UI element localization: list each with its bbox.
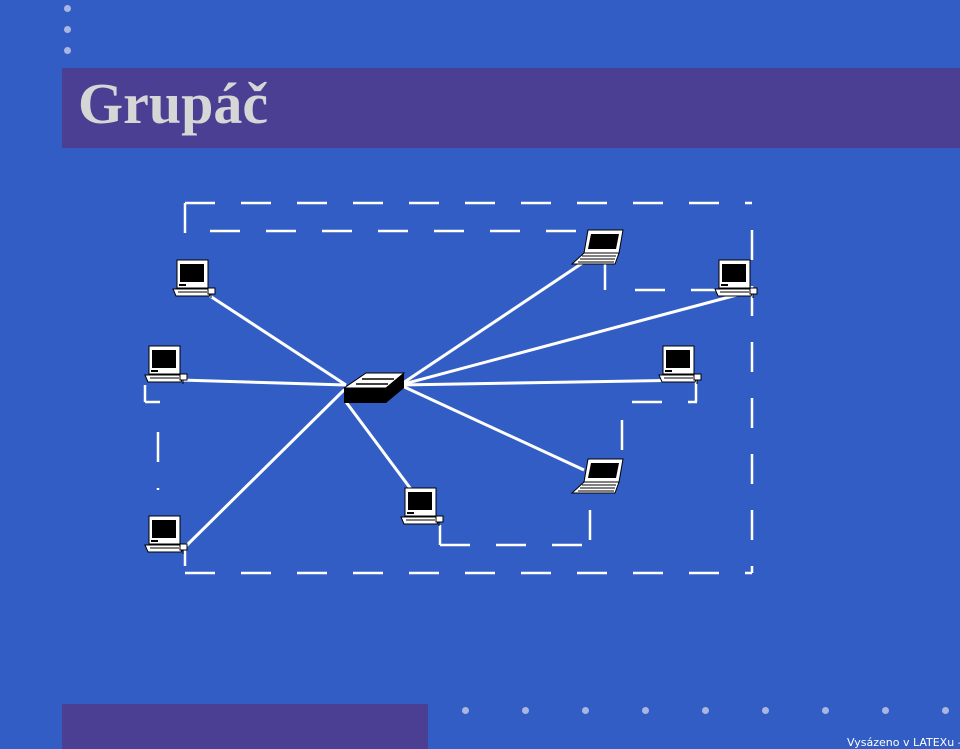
nav-dot[interactable] bbox=[522, 707, 529, 714]
bottom-bar bbox=[62, 704, 428, 749]
link-pc2 bbox=[179, 378, 347, 387]
laptop-icon bbox=[571, 458, 624, 494]
nav-dot[interactable] bbox=[64, 47, 71, 54]
nav-dots-top bbox=[64, 2, 74, 62]
desktop-computer-icon bbox=[658, 345, 702, 385]
desktop-computer-icon bbox=[172, 259, 216, 299]
nav-dot[interactable] bbox=[882, 707, 889, 714]
nav-dot[interactable] bbox=[942, 707, 949, 714]
switch-icon bbox=[343, 372, 405, 404]
nav-dot[interactable] bbox=[64, 26, 71, 33]
laptop-icon bbox=[571, 229, 624, 265]
network-nodes bbox=[144, 229, 758, 555]
nav-dot[interactable] bbox=[462, 707, 469, 714]
outer-group-boundary bbox=[156, 201, 754, 575]
desktop-computer-icon bbox=[400, 487, 444, 527]
link-laptop1 bbox=[399, 383, 585, 472]
footer-text: Vysázeno v LATEXu – p. bbox=[847, 736, 960, 749]
nav-dot[interactable] bbox=[64, 5, 71, 12]
link-pc5 bbox=[399, 378, 694, 387]
desktop-computer-icon bbox=[144, 345, 188, 385]
inner-group-boundary bbox=[143, 229, 720, 547]
nav-dot[interactable] bbox=[762, 707, 769, 714]
link-pc6 bbox=[399, 290, 749, 387]
title-bar: Grupáč bbox=[62, 68, 960, 148]
link-pc3 bbox=[180, 386, 348, 552]
nav-dot[interactable] bbox=[582, 707, 589, 714]
nav-dot[interactable] bbox=[642, 707, 649, 714]
network-links bbox=[179, 260, 749, 552]
nav-dot[interactable] bbox=[822, 707, 829, 714]
link-pc1 bbox=[209, 294, 347, 387]
link-laptop2 bbox=[399, 260, 585, 387]
desktop-computer-icon bbox=[714, 259, 758, 299]
desktop-computer-icon bbox=[144, 515, 188, 555]
nav-dot[interactable] bbox=[702, 707, 709, 714]
slide-title: Grupáč bbox=[78, 71, 269, 136]
